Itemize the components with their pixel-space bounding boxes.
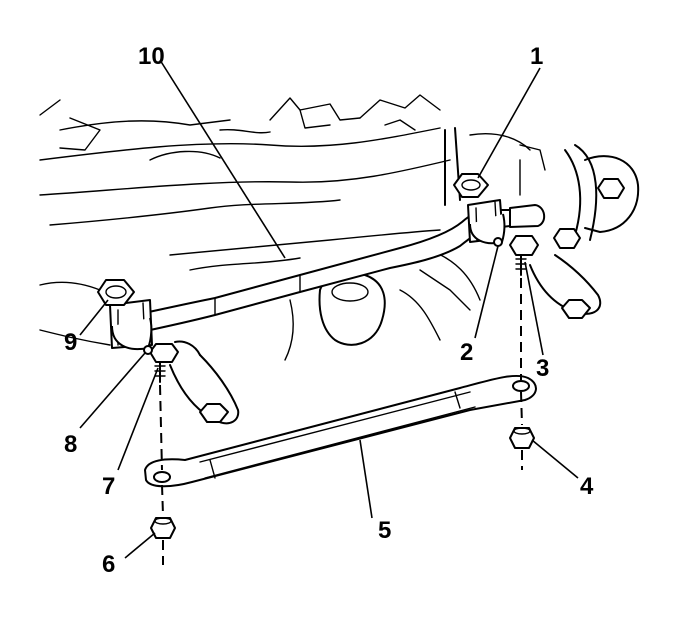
leader-lines	[79, 59, 579, 559]
callout-10: 10	[138, 43, 165, 70]
link-nut-right	[509, 427, 535, 449]
stabilizer-link	[144, 374, 537, 488]
vehicle-frame-background	[39, 94, 640, 361]
callout-5: 5	[378, 517, 391, 544]
callout-2: 2	[460, 339, 473, 366]
right-stabilizer-bracket-assembly	[453, 159, 625, 319]
callout-1: 1	[530, 43, 543, 70]
link-nut-left	[150, 517, 176, 539]
callout-6: 6	[102, 551, 115, 578]
callout-8: 8	[64, 431, 77, 458]
left-stabilizer-bracket-assembly	[97, 279, 240, 425]
alignment-lines	[159, 278, 523, 565]
callout-labels: 10 1 2 3 4 5 6 7 8 9	[64, 43, 594, 578]
callout-9: 9	[64, 329, 77, 356]
callout-3: 3	[536, 355, 549, 382]
callout-4: 4	[580, 473, 594, 500]
stabilizer-bar	[119, 209, 511, 337]
callout-7: 7	[102, 473, 115, 500]
